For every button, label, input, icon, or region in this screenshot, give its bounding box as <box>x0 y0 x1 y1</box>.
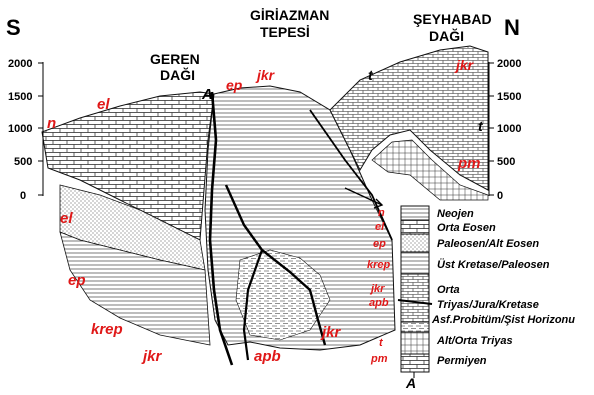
label-jkr-bottom: jkr <box>141 348 163 365</box>
legend-item-neojen: Neojen <box>437 208 474 220</box>
legend-item-paleosen: Paleosen/Alt Eosen <box>437 238 539 250</box>
right-axis-ticks <box>489 63 494 195</box>
right-axis-500: 500 <box>497 156 515 168</box>
label-jkr-right: jkr <box>454 57 475 73</box>
right-axis-0: 0 <box>497 190 503 202</box>
legend-code-ep: ep <box>373 238 386 250</box>
label-el-top: el <box>97 96 110 113</box>
bottom-marker-a: A <box>405 375 416 390</box>
left-axis-1000: 1000 <box>8 123 32 135</box>
north-label: N <box>504 15 520 40</box>
peak-seyhabad-line2: DAĞI <box>429 27 464 44</box>
legend-item-asf-probitum: Asf.Probitüm/Şist Horizonu <box>431 314 575 326</box>
legend-item-permiyen: Permiyen <box>437 355 487 367</box>
label-jkr-center: jkr <box>320 324 342 341</box>
left-axis-0: 0 <box>20 190 26 202</box>
label-n: n <box>47 115 56 132</box>
legend-code-pm: pm <box>370 353 388 365</box>
label-el-left: el <box>60 210 73 227</box>
legend-item-ust-kretase: Üst Kretase/Paleosen <box>437 258 550 271</box>
legend-code-jkr: jkr <box>369 283 385 295</box>
legend-code-n: n <box>378 207 385 219</box>
left-axis-ticks <box>38 63 43 195</box>
legend-item-orta-eosen: Orta Eosen <box>437 222 496 234</box>
right-axis-2000: 2000 <box>497 58 521 70</box>
label-ep-top: ep <box>226 77 243 93</box>
legend <box>398 206 432 378</box>
fault-marker-a: A <box>201 86 213 103</box>
right-axis-1500: 1500 <box>497 91 521 103</box>
peak-seyhabad-line1: ŞEYHABAD <box>413 11 492 27</box>
left-axis-500: 500 <box>14 156 32 168</box>
legend-code-t: t <box>379 337 384 349</box>
label-pm-right: pm <box>457 155 481 172</box>
legend-item-alt-orta-triyas: Alt/Orta Triyas <box>436 335 513 347</box>
left-axis-2000: 2000 <box>8 58 32 70</box>
label-ep-left: ep <box>68 272 86 289</box>
label-jkr-top: jkr <box>255 67 276 83</box>
label-apb-bottom: apb <box>254 348 281 365</box>
legend-item-orta: Orta <box>437 284 460 296</box>
peak-geren-line1: GEREN <box>150 51 200 67</box>
peak-giriazman-line2: TEPESİ <box>260 24 310 40</box>
label-krep-left: krep <box>91 321 123 338</box>
legend-code-el: el <box>375 221 385 233</box>
peak-giriazman-line1: GİRİAZMAN <box>250 7 329 23</box>
legend-code-krep: krep <box>367 259 391 271</box>
peak-geren-line2: DAĞI <box>160 66 195 83</box>
right-axis-1000: 1000 <box>497 123 521 135</box>
legend-code-apb: apb <box>369 297 389 309</box>
legend-item-triyas-jura: Triyas/Jura/Kretase <box>437 299 539 311</box>
south-label: S <box>6 15 21 40</box>
left-axis-1500: 1500 <box>8 91 32 103</box>
